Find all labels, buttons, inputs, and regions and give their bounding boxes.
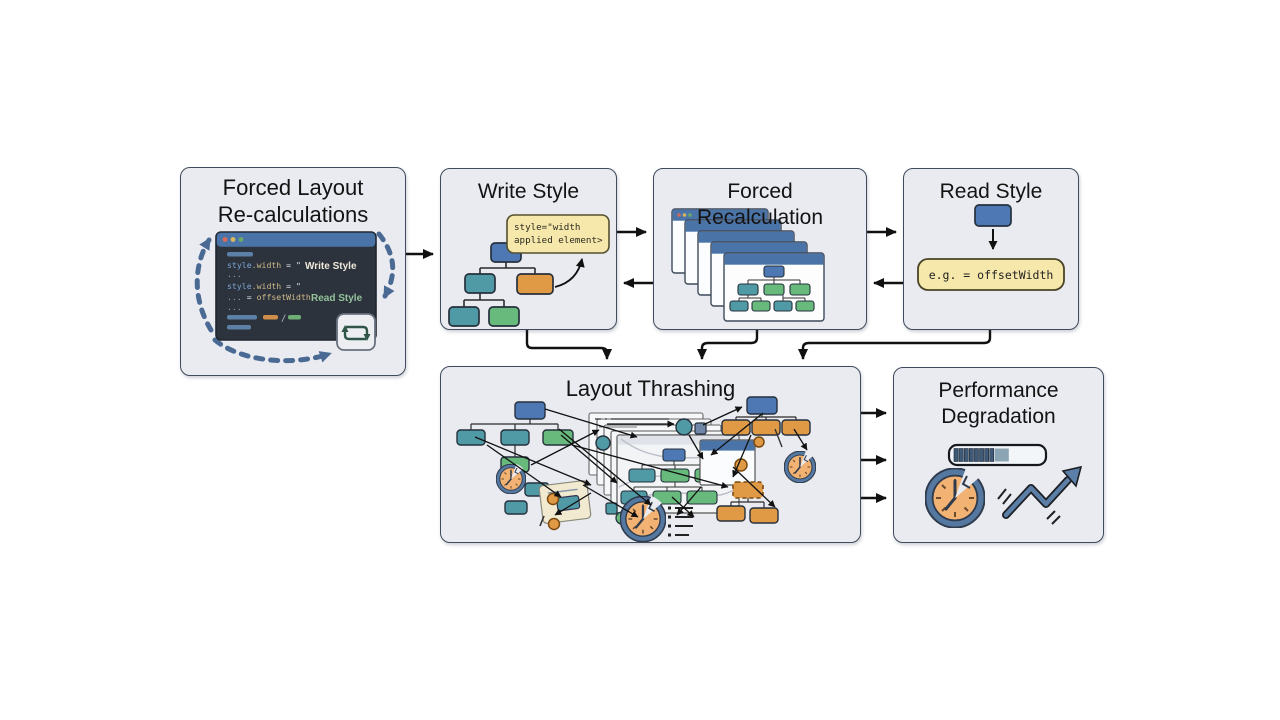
code-ellipsis-1: ... <box>227 269 242 279</box>
code-line-read: ... = offsetWidth <box>227 292 311 302</box>
tooltip-line-2: applied element> <box>514 235 603 246</box>
teal-dot <box>595 435 611 451</box>
tooltip-line-1: style="width <box>514 222 580 233</box>
performance-degradation-graphic <box>894 443 1083 542</box>
code-line-write-2: style.width = " <box>227 281 301 291</box>
box-layout-thrashing: Layout Thrashing <box>440 366 861 543</box>
code-line-write: style.width = " <box>227 260 301 270</box>
cracked-clock-icon <box>620 496 665 542</box>
tick-mark <box>539 515 545 527</box>
forced-recalculation-graphic <box>671 208 825 322</box>
style-tooltip: style="width applied element> <box>506 214 610 254</box>
thrash-arrows <box>474 406 808 518</box>
tick-mark <box>774 428 783 448</box>
cracked-clock-icon <box>784 451 816 483</box>
box-performance-degradation: Performance Degradation <box>893 367 1104 543</box>
forced-recalculation-title: Forced Recalculation <box>696 180 824 229</box>
write-style-graphic: style="width applied element> <box>448 214 610 327</box>
front-window-with-tree <box>723 252 825 322</box>
code-slash: / <box>281 314 286 324</box>
sticky-note <box>538 480 592 524</box>
speed-ticks <box>997 488 1061 525</box>
read-style-inline-label: Read Style <box>311 293 363 304</box>
orange-dot <box>753 436 765 448</box>
arrow-readstyle-to-thrashing <box>798 328 992 360</box>
dom-tree-nodes <box>448 242 554 327</box>
code-ellipsis-2: ... <box>227 302 242 312</box>
teal-square <box>605 502 618 515</box>
orange-dot <box>546 492 560 506</box>
dashed-orange-tree <box>716 481 779 524</box>
dom-tree-connectors <box>463 262 536 307</box>
right-dom-tree <box>721 396 811 436</box>
cascading-browser-windows <box>671 208 825 322</box>
box-forced-recalculation: Forced Recalculation <box>653 168 867 330</box>
read-style-graphic: e.g. = offsetWidth <box>917 204 1065 291</box>
read-style-title: Read Style <box>939 180 1043 203</box>
box-forced-layout-recalculations: Forced Layout Re-calculations style.widt… <box>180 167 406 376</box>
code-editor-window: style.width = " Write Style ... style.wi… <box>215 231 377 341</box>
write-style-title: Write Style <box>477 180 580 203</box>
forced-layout-graphic: style.width = " Write Style ... style.wi… <box>194 231 396 364</box>
layout-thrashing-title: Layout Thrashing <box>565 376 736 401</box>
arrow-writestyle-to-thrashing <box>525 328 612 360</box>
arrow-forcedrecalc-to-thrashing <box>697 328 759 360</box>
cracked-clock-icon <box>925 468 984 528</box>
blue-square <box>694 422 707 435</box>
traffic-light-dots <box>222 237 244 242</box>
teal-dot <box>675 418 693 436</box>
dom-node <box>974 204 1012 227</box>
box-read-style: Read Style e.g. = offsetWidth <box>903 168 1079 330</box>
refresh-loop-icon <box>336 313 376 351</box>
write-style-inline-label: Write Style <box>305 261 357 272</box>
offsetwidth-text: e.g. = offsetWidth <box>929 268 1054 282</box>
offsetwidth-annotation: e.g. = offsetWidth <box>917 258 1065 291</box>
loop-cycle-dashed-arrows <box>194 231 396 364</box>
box-write-style: Write Style style="width applied element… <box>440 168 617 330</box>
performance-degradation-title: Performance Degradation <box>938 379 1059 428</box>
flow-arrows <box>404 227 992 503</box>
layout-thrashing-graphic <box>456 396 816 542</box>
orange-dot <box>547 517 561 531</box>
style-applied-arrow <box>554 258 585 288</box>
rising-trend-arrow <box>997 465 1083 525</box>
progress-bar <box>947 443 1048 467</box>
forced-layout-title: Forced Layout Re-calculations <box>217 175 369 227</box>
